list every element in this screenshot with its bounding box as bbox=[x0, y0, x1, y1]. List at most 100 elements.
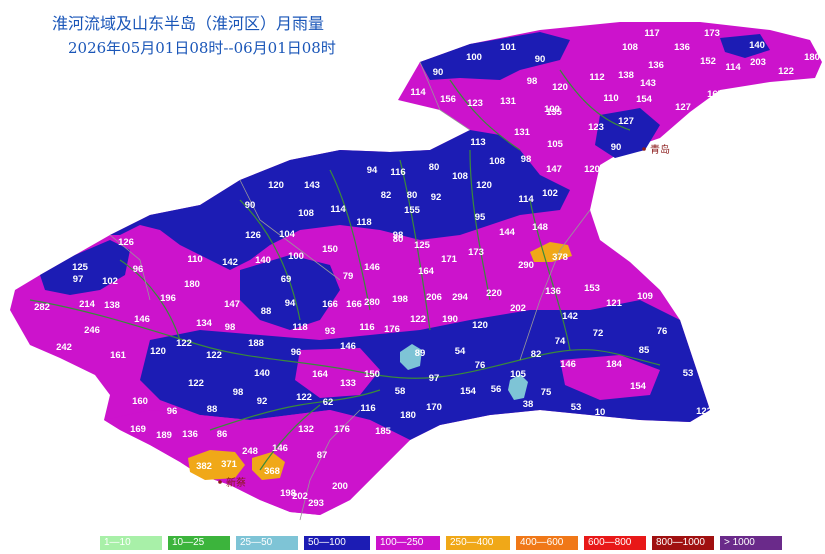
station-value: 136 bbox=[182, 429, 198, 440]
station-value: 214 bbox=[79, 299, 96, 310]
station-value: 112 bbox=[589, 72, 604, 83]
station-value: 150 bbox=[322, 244, 338, 255]
station-value: 79 bbox=[343, 271, 354, 282]
region-100-250-south-patch bbox=[295, 348, 380, 398]
station-value: 368 bbox=[264, 466, 280, 477]
station-value: 98 bbox=[225, 322, 236, 333]
map-title: 淮河流域及山东半岛（淮河区）月雨量 bbox=[52, 14, 325, 33]
station-value: 198 bbox=[280, 488, 296, 499]
station-value: 206 bbox=[426, 292, 442, 303]
station-value: 382 bbox=[196, 461, 212, 472]
station-value: 125 bbox=[414, 240, 431, 251]
station-value: 196 bbox=[160, 293, 176, 304]
station-value: 154 bbox=[636, 94, 653, 105]
station-value: 120 bbox=[552, 82, 568, 93]
station-value: 10 bbox=[595, 407, 606, 418]
station-value: 202 bbox=[510, 303, 526, 314]
legend-item: 1—10 bbox=[100, 536, 162, 550]
station-value: 123 bbox=[588, 122, 604, 133]
region-50-100-central bbox=[110, 130, 570, 270]
station-value: 161 bbox=[110, 350, 127, 361]
region-50-100-west bbox=[40, 240, 130, 295]
legend-item: 50—100 bbox=[304, 536, 370, 550]
station-value: 100 bbox=[466, 52, 482, 63]
station-value: 294 bbox=[452, 292, 469, 303]
station-value: 80 bbox=[393, 234, 404, 245]
legend-item: 250—400 bbox=[446, 536, 510, 550]
city-label: 新蔡 bbox=[226, 476, 246, 489]
station-value: 76 bbox=[657, 326, 668, 337]
station-value: 134 bbox=[196, 318, 213, 329]
station-value: 117 bbox=[644, 28, 659, 39]
station-value: 125 bbox=[72, 262, 89, 273]
region-50-100-middle bbox=[240, 255, 340, 330]
station-value: 75 bbox=[541, 387, 552, 398]
station-value: 154 bbox=[460, 386, 477, 397]
station-value: 293 bbox=[308, 498, 324, 509]
legend-item: 10—25 bbox=[168, 536, 230, 550]
station-value: 140 bbox=[749, 40, 765, 51]
station-value: 154 bbox=[630, 381, 647, 392]
station-value: 114 bbox=[410, 87, 426, 98]
station-value: 180 bbox=[400, 410, 416, 421]
station-value: 122 bbox=[176, 338, 192, 349]
station-value: 131 bbox=[514, 127, 531, 138]
legend-item: 400—600 bbox=[516, 536, 578, 550]
station-value: 156 bbox=[440, 94, 456, 105]
legend-item: 800—1000 bbox=[652, 536, 714, 550]
station-value: 53 bbox=[571, 402, 582, 413]
station-value: 248 bbox=[242, 446, 258, 457]
station-value: 164 bbox=[312, 369, 329, 380]
region-50-100-peninsula bbox=[595, 108, 660, 158]
station-value: 96 bbox=[291, 347, 302, 358]
station-value: 132 bbox=[298, 424, 314, 435]
station-value: 171 bbox=[441, 254, 458, 265]
station-value: 98 bbox=[527, 76, 538, 87]
station-value: 146 bbox=[364, 262, 380, 273]
station-value: 104 bbox=[279, 229, 296, 240]
station-value: 147 bbox=[546, 164, 562, 175]
station-value: 146 bbox=[340, 341, 356, 352]
station-value: 118 bbox=[292, 322, 307, 333]
station-value: 147 bbox=[224, 299, 240, 310]
station-value: 89 bbox=[415, 348, 426, 359]
station-value: 108 bbox=[489, 156, 505, 167]
station-value: 96 bbox=[167, 406, 178, 417]
station-value: 173 bbox=[468, 247, 484, 258]
station-value: 101 bbox=[500, 42, 517, 53]
station-value: 198 bbox=[392, 294, 408, 305]
station-value: 92 bbox=[257, 396, 268, 407]
station-value: 113 bbox=[470, 137, 485, 148]
station-value: 121 bbox=[606, 298, 623, 309]
station-value: 148 bbox=[532, 222, 548, 233]
station-value: 74 bbox=[555, 336, 566, 347]
station-value: 98 bbox=[233, 387, 244, 398]
station-value: 114 bbox=[518, 194, 534, 205]
station-value: 82 bbox=[381, 190, 392, 201]
station-value: 160 bbox=[132, 396, 148, 407]
station-value: 76 bbox=[475, 360, 486, 371]
station-value: 242 bbox=[56, 342, 72, 353]
region-250-400-south-b bbox=[252, 452, 285, 480]
station-value: 96 bbox=[133, 264, 144, 275]
station-value: 185 bbox=[375, 426, 392, 437]
station-value: 108 bbox=[452, 171, 468, 182]
station-value: 122 bbox=[188, 378, 204, 389]
station-value: 146 bbox=[272, 443, 288, 454]
legend-item: 25—50 bbox=[236, 536, 298, 550]
station-value: 200 bbox=[332, 481, 348, 492]
station-value: 116 bbox=[359, 322, 374, 333]
region-250-400-south-a bbox=[188, 450, 245, 480]
station-value: 95 bbox=[475, 212, 486, 223]
station-value: 180 bbox=[184, 279, 200, 290]
region-25-50-lake bbox=[400, 344, 422, 370]
station-value: 123 bbox=[467, 98, 483, 109]
station-value: 120 bbox=[472, 320, 488, 331]
station-value: 94 bbox=[367, 165, 378, 176]
region-250-400-east bbox=[530, 242, 572, 262]
station-value: 173 bbox=[704, 28, 720, 39]
station-value: 120 bbox=[150, 346, 166, 357]
station-value: 92 bbox=[431, 192, 442, 203]
station-value: 190 bbox=[442, 314, 458, 325]
